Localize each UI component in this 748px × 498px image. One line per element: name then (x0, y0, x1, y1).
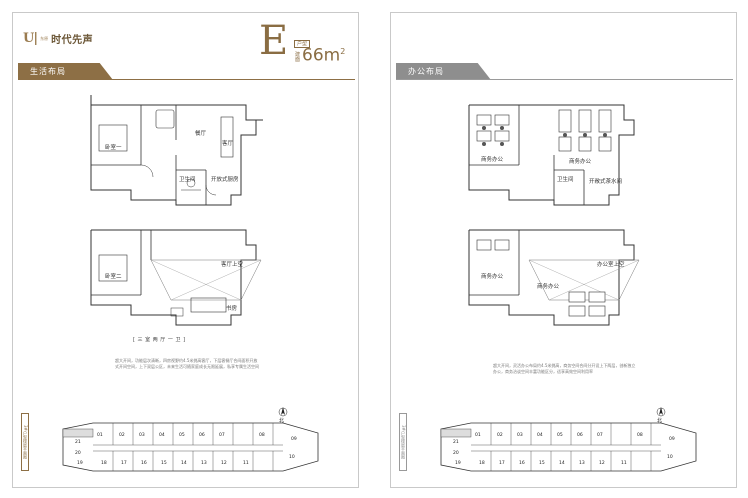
unit-04: 04 (537, 433, 543, 438)
unit-02: 02 (119, 433, 125, 438)
tab-office-layout: 办公布局 (396, 63, 491, 80)
unit-21: 21 (453, 440, 459, 445)
unit-08: 08 (259, 433, 265, 438)
room-office4: 商务办公 (537, 284, 560, 290)
area-value: 66 (302, 45, 324, 66)
unit-20: 20 (75, 451, 81, 456)
layout-caption: [ 三 室 两 厅 一 卫 ] (133, 337, 186, 343)
office-plan-lower-drawing (468, 104, 635, 206)
area-sup: 2 (340, 47, 346, 56)
room-office3: 商务办公 (481, 274, 504, 280)
room-study: 书房 (226, 306, 238, 312)
unit-21: 21 (75, 440, 81, 445)
office-notes: 超大开间，灵活办公布局约4.5米挑高，商务空间合间分开设上下两层，创新独立办公，… (493, 363, 636, 374)
unit-11: 11 (243, 461, 249, 466)
keyplan-right: 北 01 02 03 04 05 06 07 08 09 21 20 19 18… (431, 399, 721, 481)
keyplan-drawing (62, 407, 319, 472)
unit-07: 07 (597, 433, 603, 438)
unit-05: 05 (557, 433, 563, 438)
unit-09: 09 (291, 437, 297, 442)
unit-10: 10 (289, 455, 295, 460)
room-office1: 商务办公 (481, 157, 504, 163)
unit-08: 08 (637, 433, 643, 438)
tab-living-layout: 生活布局 (18, 63, 113, 80)
area-unit: m (323, 45, 341, 66)
unit-13: 13 (579, 461, 585, 466)
office-plan-upper: 商务办公 办公室上空 商务办公 (459, 220, 649, 334)
room-office2: 商务办公 (569, 159, 592, 165)
unit-15: 15 (539, 461, 545, 466)
unit-07: 07 (219, 433, 225, 438)
unit-tag: 户型 (294, 40, 311, 48)
unit-12: 12 (599, 461, 605, 466)
unit-03: 03 (139, 433, 145, 438)
unit-05: 05 (179, 433, 185, 438)
unit-06: 06 (577, 433, 583, 438)
unit-09: 09 (669, 437, 675, 442)
keyplan-left: 北 01 02 03 04 05 06 07 08 09 21 20 19 18… (53, 399, 343, 481)
keyplan-drawing-right (440, 407, 697, 472)
office-plan-lower: 商务办公 商务办公 卫生间 开敞式茶水间 (459, 95, 649, 210)
north-label: 北 (279, 418, 285, 424)
unit-13: 13 (201, 461, 207, 466)
brand-sub: 东原 (40, 35, 49, 41)
brand-mark: U| (23, 31, 38, 46)
floor-plan-lower: 卧室一 餐厅 客厅 卫生间 开放式厨房 (81, 95, 271, 210)
room-office-void: 办公室上空 (597, 262, 625, 268)
unit-04: 04 (159, 433, 165, 438)
floor-plan-lower-drawing (90, 95, 263, 206)
unit-01: 01 (475, 433, 481, 438)
floor-plan-upper: 卧室二 客厅上空 书房 (81, 220, 271, 334)
unit-12: 12 (221, 461, 227, 466)
living-layout-sheet: U| 东原 时代先声 E 户型 建面 66m2 生活布局 (12, 12, 359, 488)
unit-06: 06 (199, 433, 205, 438)
room-living-void: 客厅上空 (221, 262, 244, 268)
north-label-right: 北 (657, 418, 663, 424)
unit-prefix: 建面 (295, 52, 301, 63)
unit-17: 17 (121, 461, 127, 466)
tab-label: 生活布局 (30, 67, 66, 76)
brand-name: 时代先声 (51, 35, 94, 46)
tab-label: 办公布局 (408, 67, 444, 76)
unit-11: 11 (621, 461, 627, 466)
room-living: 客厅 (222, 141, 234, 147)
layout-notes: 超大开间，功能层次清晰，四房视野约4.5米挑高客厅，下层客餐厅合间面积开放式开间… (115, 358, 259, 369)
unit-03: 03 (517, 433, 523, 438)
room-tea: 开敞式茶水间 (589, 179, 623, 185)
room-bedroom1: 卧室一 (105, 145, 122, 151)
room-dining: 餐厅 (195, 131, 207, 137)
keyplan-tag: 3#户型楼层平面图 (21, 413, 29, 471)
divider (396, 79, 733, 80)
unit-area: 66m2 (302, 40, 345, 68)
brand-logo: U| 东原 时代先声 (23, 31, 93, 46)
unit-19: 19 (77, 461, 83, 466)
keyplan-tag-right: 3#户型楼层平面图 (399, 413, 407, 471)
unit-18: 18 (479, 461, 485, 466)
unit-14: 14 (181, 461, 187, 466)
unit-01: 01 (97, 433, 103, 438)
office-layout-sheet: 办公布局 商务办公 商务办公 卫生间 (390, 12, 737, 488)
unit-16: 16 (519, 461, 525, 466)
unit-15: 15 (161, 461, 167, 466)
room-kitchen: 开放式厨房 (211, 177, 239, 183)
unit-18: 18 (101, 461, 107, 466)
unit-02: 02 (497, 433, 503, 438)
unit-14: 14 (559, 461, 565, 466)
unit-17: 17 (499, 461, 505, 466)
divider (18, 79, 355, 80)
office-plan-upper-drawing (468, 229, 640, 326)
unit-10: 10 (667, 455, 673, 460)
floor-plan-upper-drawing (90, 229, 262, 326)
unit-19: 19 (455, 461, 461, 466)
unit-16: 16 (141, 461, 147, 466)
room-bathroom: 卫生间 (179, 177, 196, 183)
unit-code: E (259, 18, 289, 64)
room-bedroom2: 卧室二 (105, 274, 122, 280)
unit-20: 20 (453, 451, 459, 456)
room-bathroom-office: 卫生间 (557, 177, 574, 183)
